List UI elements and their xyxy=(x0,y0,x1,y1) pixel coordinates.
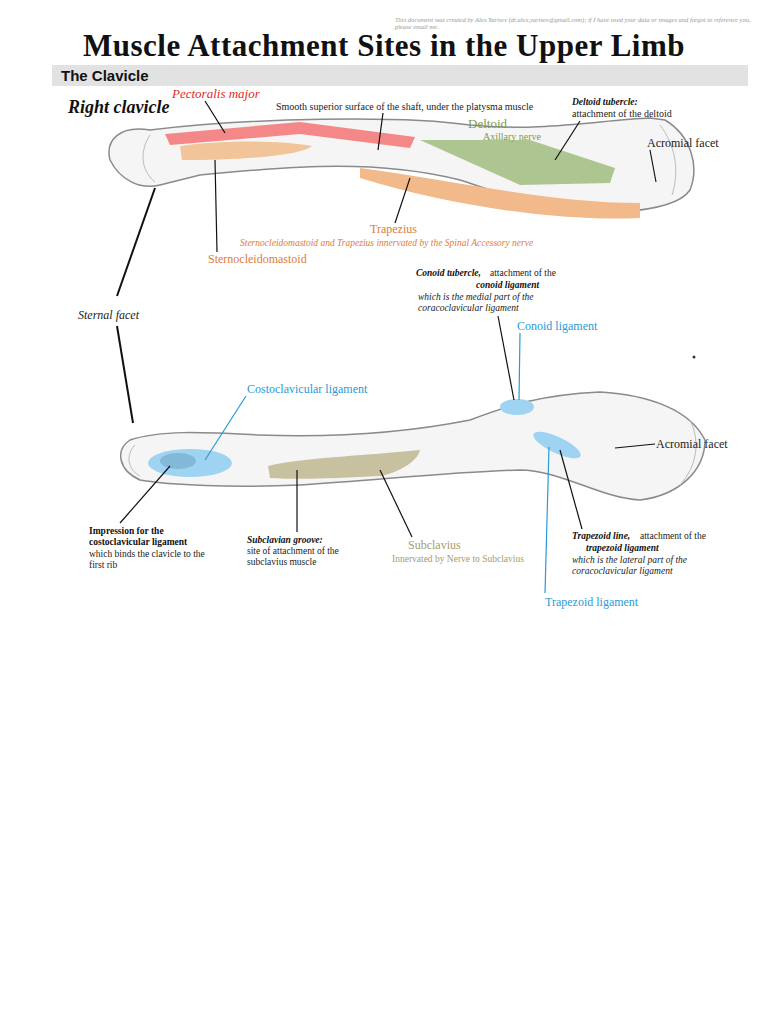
muscle-label: Subclavius xyxy=(408,539,498,553)
leader-line xyxy=(519,333,520,400)
costoclavicular-area xyxy=(160,453,196,469)
leader-line xyxy=(117,188,155,296)
bone-shading xyxy=(129,420,696,485)
conoid-area xyxy=(500,399,534,415)
facet-label: Acromial facet xyxy=(656,438,756,452)
leader-line xyxy=(215,160,217,252)
landmark-name: Subclavian groove: xyxy=(247,535,367,546)
landmark-note: attachment of the xyxy=(640,531,740,542)
ligament-name: conoid ligament xyxy=(476,280,566,291)
leader-line xyxy=(378,113,383,150)
section-heading: The Clavicle xyxy=(61,67,149,84)
facet-label: Sternal facet xyxy=(78,309,168,323)
leader-line xyxy=(545,447,549,593)
leader-line xyxy=(205,101,225,133)
sternocleidomastoid-area xyxy=(180,142,312,161)
nerve-label: Axillary nerve xyxy=(483,131,573,143)
landmark-name: Deltoid tubercle: xyxy=(572,97,712,108)
nerve-label: Sternocleidomastoid and Trapezius innerv… xyxy=(240,238,580,249)
page-title: Muscle Attachment Sites in the Upper Lim… xyxy=(0,28,768,64)
leader-line xyxy=(380,470,412,537)
muscle-label: Sternocleidomastoid xyxy=(208,253,368,267)
ligament-label: Costoclavicular ligament xyxy=(247,383,397,397)
leader-line xyxy=(498,316,514,400)
leader-line xyxy=(117,326,133,423)
landmark-note: site of attachment of the subclavius mus… xyxy=(247,546,367,568)
surface-note: Smooth superior surface of the shaft, un… xyxy=(276,101,576,113)
leader-line xyxy=(560,450,582,529)
landmark-note: attachment of the deltoid xyxy=(572,108,742,120)
leader-lines xyxy=(117,101,656,537)
stray-dot xyxy=(693,356,696,359)
muscle-label: Deltoid xyxy=(468,117,548,132)
ligament-name: trapezoid ligament xyxy=(586,543,696,554)
landmark-note: which is the medial part of the coracocl… xyxy=(418,292,558,314)
ligament-label: Conoid ligament xyxy=(517,320,627,334)
costoclavicular-area xyxy=(148,449,232,477)
landmark-name: Impression for the costoclavicular ligam… xyxy=(89,526,214,548)
bone-outline xyxy=(121,392,705,500)
landmark-note: attachment of the xyxy=(490,268,580,279)
facet-label: Acromial facet xyxy=(647,137,757,151)
muscle-label: Pectoralis major xyxy=(172,87,312,102)
leader-line xyxy=(120,466,170,523)
nerve-label: Innervated by Nerve to Subclavius xyxy=(392,554,552,565)
landmark-note: which binds the clavicle to the first ri… xyxy=(89,549,214,571)
bone-name: Right clavicle xyxy=(68,97,208,118)
muscle-label: Trapezius xyxy=(370,223,470,237)
bone-outline xyxy=(109,118,694,212)
trapezoid-area xyxy=(530,427,584,463)
subclavius-area xyxy=(268,450,420,479)
leader-line xyxy=(205,396,246,460)
leader-line xyxy=(650,150,656,182)
watermark: This document was created by Alex Yartse… xyxy=(395,16,765,31)
leader-line xyxy=(296,470,297,532)
section-band: The Clavicle xyxy=(52,65,748,86)
leader-line xyxy=(395,178,410,223)
landmark-name: Conoid tubercle, xyxy=(416,268,496,279)
landmark-note: which is the lateral part of the coracoc… xyxy=(572,555,712,577)
leader-line xyxy=(555,121,580,160)
leader-line xyxy=(615,444,655,448)
ligament-label: Trapezoid ligament xyxy=(545,596,675,610)
deltoid-area xyxy=(420,140,615,185)
